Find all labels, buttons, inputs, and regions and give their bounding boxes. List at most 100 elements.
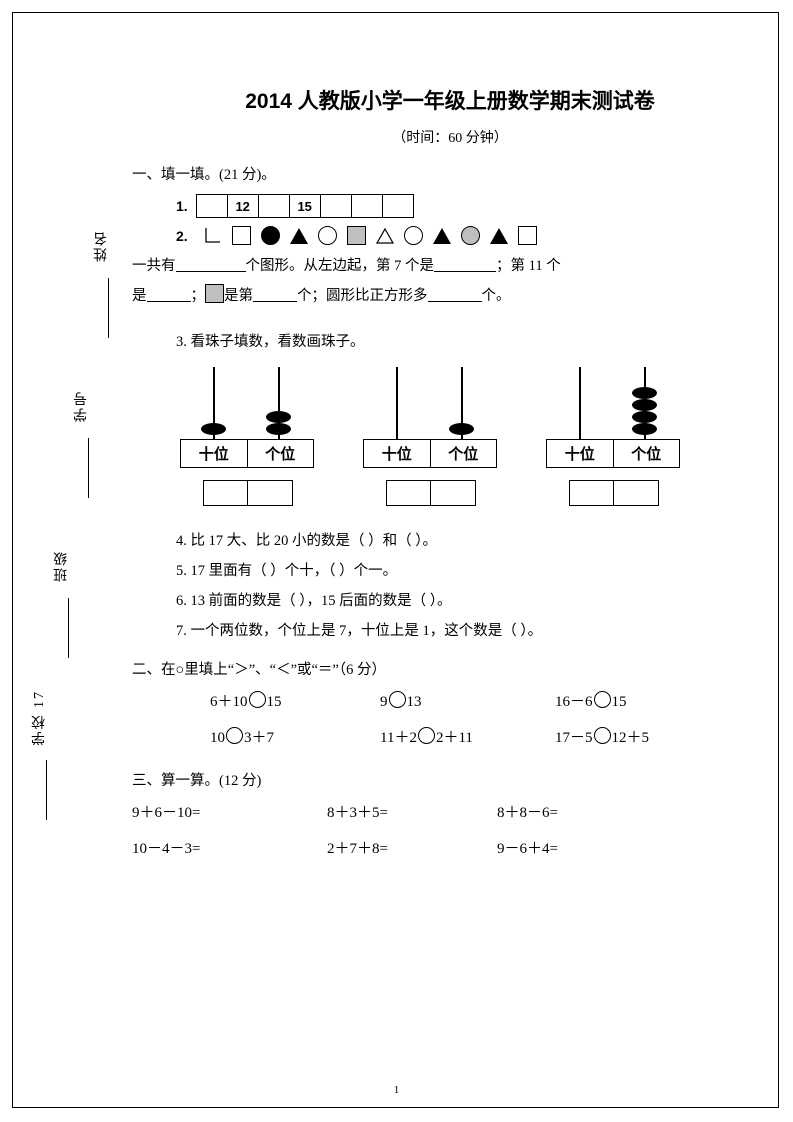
compare-circle[interactable]: [226, 727, 243, 744]
question-1: 1. 12 15: [176, 194, 750, 218]
calc-item[interactable]: 9－6＋4=: [497, 841, 558, 857]
cmp-left: 9: [380, 694, 388, 710]
cmp-left: 6＋10: [210, 694, 248, 710]
rod-tens: [396, 367, 398, 439]
side-label-student-id: 学号: [74, 390, 89, 422]
triangle-filled-icon: [432, 227, 451, 244]
q2-blank[interactable]: [434, 256, 496, 272]
q1-cell[interactable]: [195, 194, 228, 218]
answer-cell[interactable]: [614, 481, 658, 505]
q1-cell[interactable]: [350, 194, 383, 218]
abacus-3: 十位 个位: [546, 367, 681, 506]
abacus-3-answer-box[interactable]: [568, 480, 659, 506]
answer-cell[interactable]: [248, 481, 292, 505]
abacus-3-places: 十位 个位: [546, 439, 680, 468]
compare-circle[interactable]: [417, 727, 435, 744]
q2-text-g: 个；圆形比正方形多: [297, 288, 428, 304]
q2-text-d: 是: [132, 288, 147, 304]
section2-heading: 二、在○里填上“＞”、“＜”或“＝”（6 分）: [132, 662, 386, 678]
compare-circle[interactable]: [593, 727, 611, 744]
calc-item[interactable]: 8＋3＋5=: [327, 805, 388, 821]
triangle-open-icon: [375, 227, 394, 244]
square-gray-icon: [205, 284, 224, 303]
cmp-item: 9 13: [380, 689, 555, 715]
q1-cell[interactable]: [381, 194, 414, 218]
cmp-left: 17－5: [555, 730, 593, 746]
q1-cell[interactable]: [257, 194, 290, 218]
q2-number: 2.: [176, 227, 188, 244]
q2-text-a: 一共有: [132, 258, 176, 274]
q2-text-b: 个图形。从左边起，第 7 个是: [245, 258, 435, 274]
triangle-filled-icon: [289, 227, 308, 244]
place-tens-label: 十位: [364, 440, 431, 467]
bead: [201, 423, 226, 435]
compare-circle[interactable]: [248, 691, 266, 708]
q2-blank[interactable]: [253, 286, 297, 302]
section1-heading: 一、填一填。(21 分)。: [132, 167, 276, 183]
q2-text-c: ；第 11 个: [496, 258, 561, 274]
bead: [266, 411, 291, 423]
calc-item[interactable]: 10－4－3=: [132, 841, 201, 857]
compare-circle[interactable]: [593, 691, 611, 708]
right-triangle-icon: [204, 227, 222, 244]
place-ones-label: 个位: [631, 447, 662, 463]
q2-blank[interactable]: [175, 256, 246, 272]
q1-cell[interactable]: 15: [288, 194, 321, 218]
answer-cell[interactable]: [570, 481, 614, 505]
q1-cell[interactable]: 12: [226, 194, 259, 218]
q3-label: 3. 看珠子填数，看数画珠子。: [176, 334, 365, 350]
abacus-2-rods: [363, 367, 498, 439]
abacus-2: 十位 个位: [363, 367, 498, 506]
abacus-2-answer-box[interactable]: [385, 480, 476, 506]
abacus-2-places: 十位 个位: [363, 439, 497, 468]
q1-number: 1.: [176, 198, 188, 214]
abacus-1-rods: [180, 367, 315, 439]
bead: [632, 423, 657, 435]
side-label-school: 学校 17: [32, 690, 47, 746]
cmp-left: 10: [210, 730, 225, 746]
q2-text-line-1: 一共有 个图形。从左边起，第 7 个是 ；第 11 个: [132, 251, 750, 281]
circle-open-icon: [317, 226, 337, 245]
bead: [266, 423, 291, 435]
q2-blank[interactable]: [427, 286, 482, 302]
q4-text: 4. 比 17 大、比 20 小的数是（ ）和（ ）。: [176, 533, 437, 549]
q1-cell[interactable]: [319, 194, 352, 218]
page-border: [12, 12, 779, 1108]
rod-ones: [278, 367, 280, 439]
q3-abacus-group: 十位 个位 十位 个位: [180, 367, 750, 506]
bead: [632, 399, 657, 411]
side-label-class: 班级: [54, 550, 69, 582]
place-tens-label: 十位: [181, 440, 248, 467]
q5-text: 5. 17 里面有（ ）个十，（ ）个一。: [176, 563, 398, 579]
circle-filled-icon: [260, 226, 280, 245]
side-rule-student-id: [88, 438, 89, 498]
margin-strip: 姓名 学号 班级 学校 17: [20, 230, 130, 830]
section3-row-2: 10－4－3= 2＋7＋8= 9－6＋4=: [132, 836, 750, 862]
side-label-name: 姓名: [94, 230, 109, 262]
calc-item[interactable]: 9＋6－10=: [132, 805, 201, 821]
answer-cell[interactable]: [387, 481, 431, 505]
rod-tens: [579, 367, 581, 439]
calc-item[interactable]: 2＋7＋8=: [327, 841, 388, 857]
q2-blank[interactable]: [146, 286, 191, 302]
abacus-1-places: 十位 个位: [180, 439, 314, 468]
q2-text-f: 是第: [224, 288, 253, 304]
answer-cell[interactable]: [204, 481, 248, 505]
bead: [449, 423, 474, 435]
bead: [632, 411, 657, 423]
abacus-3-rods: [546, 367, 681, 439]
calc-item[interactable]: 8＋8－6=: [497, 805, 558, 821]
compare-circle[interactable]: [388, 691, 406, 708]
answer-cell[interactable]: [431, 481, 475, 505]
abacus-1-answer-box[interactable]: [202, 480, 293, 506]
page-number: 1: [393, 1084, 400, 1096]
cmp-right: 13: [406, 694, 422, 710]
cmp-right: 2＋11: [435, 730, 473, 746]
rod-tens: [213, 367, 215, 439]
